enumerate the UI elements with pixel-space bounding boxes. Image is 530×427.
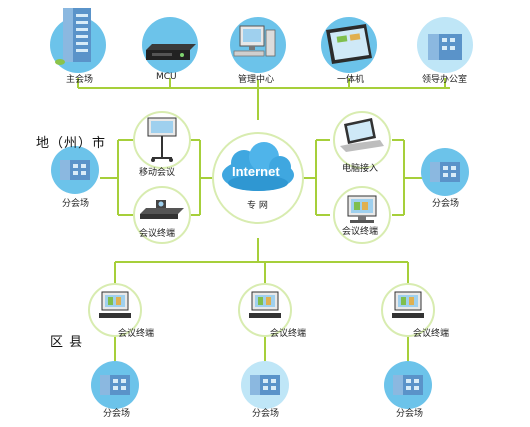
video-terminal-icon bbox=[140, 200, 184, 219]
county-venue-node-3 bbox=[384, 361, 432, 409]
label-city-right-venue: 分会场 bbox=[432, 199, 460, 209]
label-mcu: MCU bbox=[156, 72, 177, 82]
label-all-in-one: 一体机 bbox=[337, 75, 365, 85]
label-city-left-terminal: 会议终端 bbox=[139, 229, 176, 239]
label-main-venue: 主会场 bbox=[66, 75, 94, 85]
top-node-leader-office bbox=[417, 17, 473, 73]
top-node-all-in-one bbox=[321, 17, 377, 73]
city-right-venue-node bbox=[421, 148, 469, 196]
cloud-title: Internet bbox=[232, 164, 280, 179]
cloud-node bbox=[212, 132, 304, 224]
building-icon bbox=[393, 375, 423, 395]
top-node-management bbox=[230, 17, 286, 73]
video-conference-terminal-icon bbox=[99, 291, 131, 318]
region-label-city: 地（州）市 bbox=[36, 136, 107, 151]
top-node-main-venue bbox=[50, 8, 106, 73]
label-city-left-venue: 分会场 bbox=[62, 199, 90, 209]
tower-building-icon bbox=[55, 8, 91, 65]
video-conference-terminal-icon bbox=[249, 291, 281, 318]
monitor-terminal-icon bbox=[347, 195, 377, 223]
office-building-icon bbox=[428, 34, 462, 60]
label-county-terminal-2: 会议终端 bbox=[270, 329, 307, 339]
city-pc-access-node bbox=[333, 111, 391, 169]
label-management-center: 管理中心 bbox=[238, 75, 275, 85]
building-icon bbox=[60, 160, 90, 180]
label-county-venue-3: 分会场 bbox=[396, 409, 424, 419]
building-icon bbox=[430, 162, 460, 182]
cloud-icon bbox=[222, 142, 294, 191]
label-county-venue-1: 分会场 bbox=[103, 409, 131, 419]
laptop-icon bbox=[340, 118, 384, 152]
building-icon bbox=[250, 375, 280, 395]
city-left-terminal-node bbox=[133, 186, 191, 244]
county-venue-node-1 bbox=[91, 361, 139, 409]
county-terminal-node-3 bbox=[381, 283, 435, 337]
cloud-label: 专 网 bbox=[247, 201, 268, 211]
top-node-mcu bbox=[142, 17, 198, 73]
label-leader-office: 领导办公室 bbox=[422, 75, 468, 85]
mobile-meeting-cart-icon bbox=[147, 117, 177, 162]
county-terminal-node-1 bbox=[88, 283, 142, 337]
city-mobile-meeting-node bbox=[133, 111, 191, 169]
label-city-right-terminal: 会议终端 bbox=[342, 227, 379, 237]
region-label-county: 区 县 bbox=[50, 335, 84, 350]
building-icon bbox=[100, 375, 130, 395]
label-pc-access: 电脑接入 bbox=[342, 164, 379, 174]
label-mobile-meeting: 移动会议 bbox=[139, 168, 176, 178]
label-county-venue-2: 分会场 bbox=[252, 409, 280, 419]
city-right-terminal-node bbox=[333, 186, 391, 244]
desktop-computer-icon bbox=[233, 25, 276, 57]
connector-lines bbox=[77, 78, 450, 363]
label-county-terminal-3: 会议终端 bbox=[413, 329, 450, 339]
label-county-terminal-1: 会议终端 bbox=[118, 329, 155, 339]
county-venue-node-2 bbox=[241, 361, 289, 409]
video-conference-terminal-icon bbox=[392, 291, 424, 318]
county-terminal-node-2 bbox=[238, 283, 292, 337]
city-left-venue-node bbox=[51, 146, 99, 194]
mcu-rack-icon bbox=[146, 44, 196, 60]
tablet-terminal-icon bbox=[326, 24, 372, 64]
